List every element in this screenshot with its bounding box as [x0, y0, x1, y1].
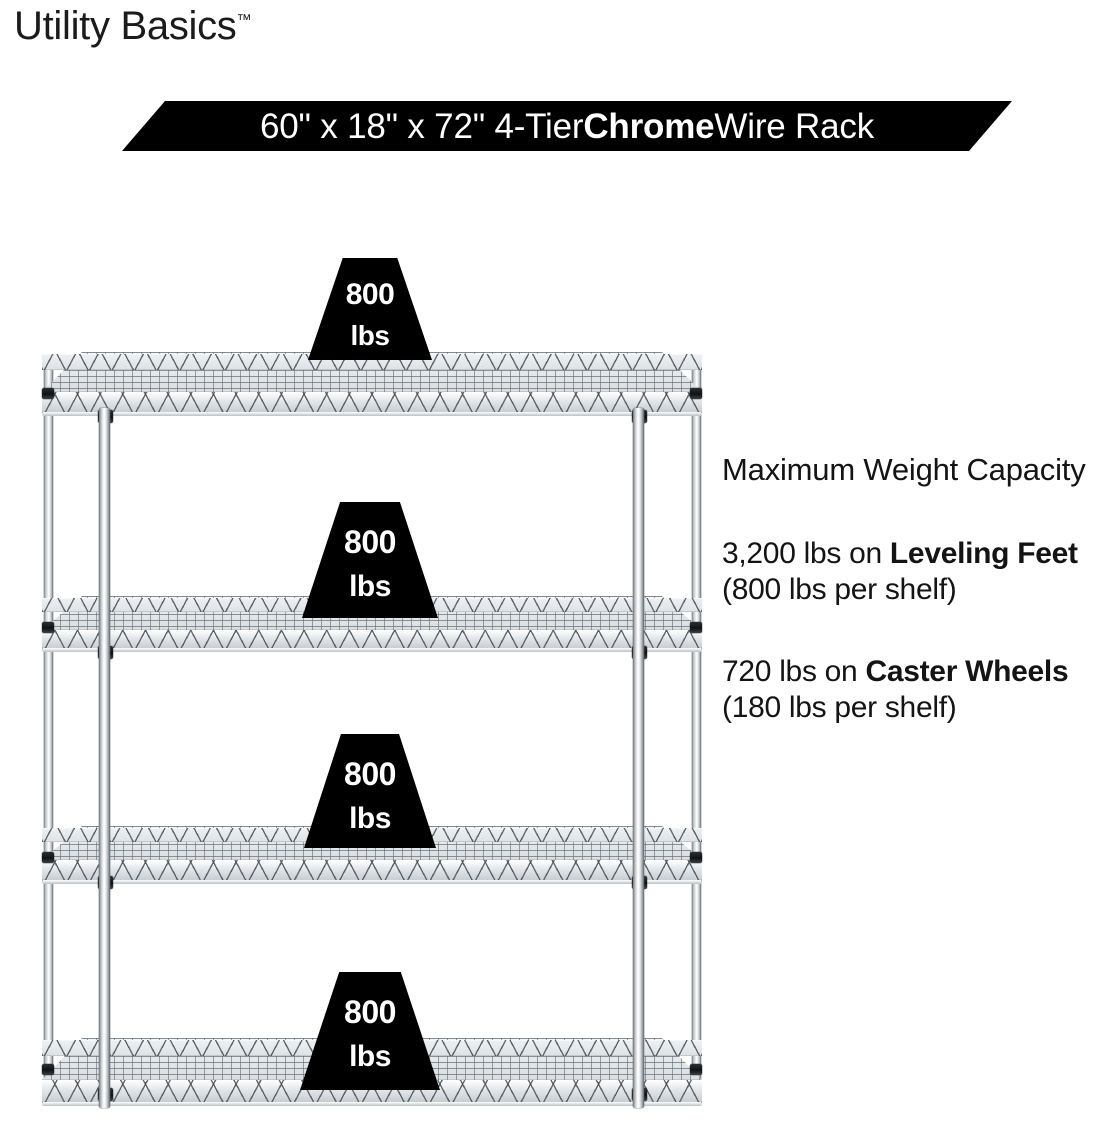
capacity-copy-block: Maximum Weight Capacity 3,200 lbs on Lev…	[722, 452, 1120, 726]
capacity-badge-tier-4: 800 lbs	[300, 972, 440, 1090]
badge-value: 800	[345, 278, 395, 311]
rack-post-front-right	[633, 408, 644, 1108]
banner-prefix: 60" x 18" x 72" 4-Tier	[259, 106, 584, 146]
shelf-front-rail	[42, 412, 702, 416]
banner-suffix: Wire Rack	[714, 106, 875, 146]
brand-name: Utility Basics	[14, 4, 237, 48]
leveling-tail: (800 lbs per shelf)	[722, 572, 957, 606]
shelf-zigzag-pattern	[42, 860, 702, 882]
shelf-zigzag-pattern	[42, 630, 702, 650]
shelf-front-face	[42, 630, 702, 650]
shelf-collar	[42, 622, 54, 633]
leveling-feet-capacity: 3,200 lbs on Leveling Feet (800 lbs per …	[722, 536, 1120, 608]
badge-unit: lbs	[350, 320, 390, 351]
shelf-collar	[42, 388, 54, 399]
caster-emphasis: Caster Wheels	[865, 654, 1069, 688]
shelf-truss-back	[42, 354, 702, 370]
shelf-front-face	[42, 860, 702, 882]
shelf-collar	[690, 388, 702, 399]
shelf-collar	[42, 852, 54, 863]
badge-value: 800	[344, 524, 396, 560]
badge-unit: lbs	[349, 1040, 391, 1073]
capacity-badge-tier-3: 800 lbs	[304, 734, 436, 848]
rack-post-back-left	[44, 360, 53, 1100]
badge-unit: lbs	[349, 802, 391, 835]
shelf-tier-1	[42, 352, 702, 428]
shelf-collar	[690, 852, 702, 863]
shelf-collar	[690, 622, 702, 633]
caster-tail: (180 lbs per shelf)	[722, 690, 957, 724]
shelf-zigzag-pattern	[42, 392, 702, 414]
rack-post-back-right	[692, 360, 701, 1100]
badge-value: 800	[344, 756, 396, 792]
caster-wheels-capacity: 720 lbs on Caster Wheels (180 lbs per sh…	[722, 654, 1120, 726]
badge-value: 800	[344, 994, 396, 1030]
capacity-badge-tier-2: 800 lbs	[302, 502, 438, 618]
shelf-zigzag-pattern	[42, 354, 702, 370]
capacity-badge-tier-1: 800 lbs	[308, 258, 432, 360]
title-banner-text: 60" x 18" x 72" 4-Tier Chrome Wire Rack	[122, 101, 1012, 151]
title-banner: 60" x 18" x 72" 4-Tier Chrome Wire Rack	[122, 101, 1012, 151]
shelf-collar	[690, 1064, 702, 1075]
wire-rack-illustration: 800 lbs 800 lbs 800 lbs 800 lbs	[42, 258, 703, 1138]
rack-post-front-left	[99, 408, 110, 1108]
shelf-front-rail	[42, 648, 702, 652]
brand-logo: Utility Basics™	[14, 4, 252, 48]
shelf-front-rail	[42, 1102, 702, 1106]
trademark-symbol: ™	[236, 11, 252, 29]
leveling-emphasis: Leveling Feet	[889, 536, 1078, 570]
leveling-foot-back-right	[690, 1078, 703, 1134]
leveling-foot-front-left	[98, 1082, 111, 1138]
leveling-foot-back-left	[42, 1078, 55, 1134]
shelf-collar	[42, 1064, 54, 1075]
shelf-front-rail	[42, 880, 702, 884]
banner-emphasis: Chrome	[583, 106, 715, 146]
capacity-heading: Maximum Weight Capacity	[722, 452, 1086, 487]
leveling-foot-front-right	[632, 1082, 645, 1138]
shelf-front-face	[42, 392, 702, 414]
leveling-lead: 3,200 lbs on	[722, 536, 890, 570]
caster-lead: 720 lbs on	[722, 654, 866, 688]
badge-unit: lbs	[349, 570, 391, 603]
